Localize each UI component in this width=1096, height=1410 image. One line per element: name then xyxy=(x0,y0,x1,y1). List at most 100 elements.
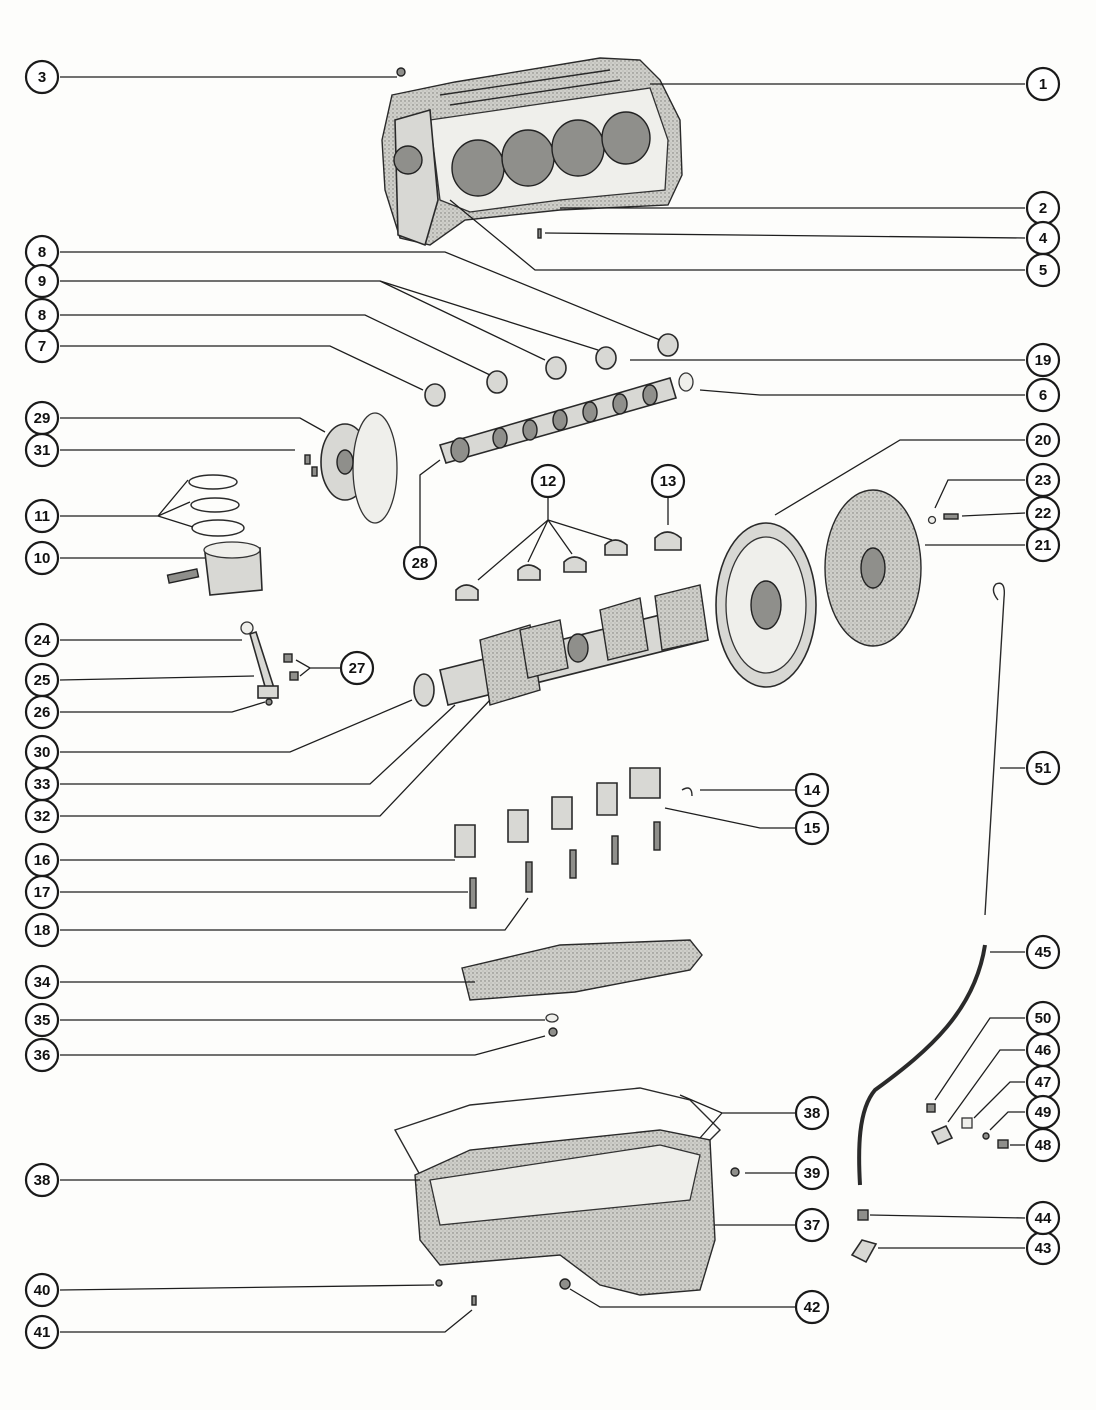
callout-46: 46 xyxy=(1025,1032,1061,1068)
callout-number: 42 xyxy=(804,1299,821,1316)
callout-circle xyxy=(24,694,60,730)
callout-20: 20 xyxy=(1025,422,1061,458)
callout-9: 9 xyxy=(24,263,60,299)
callout-7: 7 xyxy=(24,328,60,364)
leader-lines xyxy=(59,76,1026,1333)
flywheel xyxy=(715,522,817,688)
crank-sprocket xyxy=(413,673,435,707)
callout-number: 43 xyxy=(1035,1240,1052,1257)
callout-41: 41 xyxy=(24,1314,60,1350)
callout-circle xyxy=(339,650,375,686)
callout-11: 11 xyxy=(24,498,60,534)
callout-6: 6 xyxy=(1025,377,1061,413)
callout-number: 45 xyxy=(1035,944,1052,961)
callout-circle xyxy=(24,498,60,534)
callout-number: 9 xyxy=(38,273,46,290)
callout-number: 51 xyxy=(1035,760,1052,777)
callout-number: 8 xyxy=(38,307,46,324)
callout-circle xyxy=(24,432,60,468)
callout-1: 1 xyxy=(1025,66,1061,102)
tube-clamp-parts xyxy=(926,1103,1009,1149)
callout-number: 50 xyxy=(1035,1010,1052,1027)
callout-number: 37 xyxy=(804,1217,821,1234)
callout-number: 14 xyxy=(804,782,821,799)
callout-circle xyxy=(1025,1094,1061,1130)
callout-13: 13 xyxy=(650,463,686,499)
callout-number: 1 xyxy=(1039,76,1047,93)
callout-number: 33 xyxy=(34,776,51,793)
callout-circle xyxy=(1025,66,1061,102)
callout-16: 16 xyxy=(24,842,60,878)
pan-bolt xyxy=(471,1295,477,1306)
callout-number: 25 xyxy=(34,672,51,689)
callout-number: 38 xyxy=(34,1172,51,1189)
callout-circle xyxy=(794,810,830,846)
callout-number: 40 xyxy=(34,1282,51,1299)
callout-12: 12 xyxy=(530,463,566,499)
callout-17: 17 xyxy=(24,874,60,910)
callout-circle xyxy=(24,766,60,802)
callout-circle xyxy=(794,1289,830,1325)
callout-50: 50 xyxy=(1025,1000,1061,1036)
callout-21: 21 xyxy=(1025,527,1061,563)
callout-5: 5 xyxy=(1025,252,1061,288)
callout-27: 27 xyxy=(339,650,375,686)
piston-rings xyxy=(188,474,245,537)
callout-number: 23 xyxy=(1035,472,1052,489)
callout-45: 45 xyxy=(1025,934,1061,970)
parts-illustrations xyxy=(166,57,1009,1306)
callout-circle xyxy=(24,297,60,333)
timing-sprocket-chain xyxy=(320,412,398,524)
callout-circle xyxy=(24,912,60,948)
callout-circle xyxy=(24,1314,60,1350)
callout-number: 8 xyxy=(38,244,46,261)
callout-circle xyxy=(1025,750,1061,786)
callout-number: 34 xyxy=(34,974,51,991)
crankshaft xyxy=(439,584,709,706)
callout-circle xyxy=(24,59,60,95)
dipstick xyxy=(984,582,1006,916)
callout-40: 40 xyxy=(24,1272,60,1308)
callout-4: 4 xyxy=(1025,220,1061,256)
callout-number: 38 xyxy=(804,1105,821,1122)
callout-number: 30 xyxy=(34,744,51,761)
callout-circle xyxy=(794,772,830,808)
callout-circle xyxy=(24,964,60,1000)
callout-31: 31 xyxy=(24,432,60,468)
callout-number: 19 xyxy=(1035,352,1052,369)
callout-number: 31 xyxy=(34,442,51,459)
tray-nut xyxy=(548,1027,558,1037)
callout-circle xyxy=(650,463,686,499)
drain-plug xyxy=(559,1278,571,1290)
callout-number: 24 xyxy=(34,632,51,649)
tube-fitting xyxy=(850,1239,878,1264)
coupler-washer xyxy=(927,515,937,525)
callout-number: 10 xyxy=(34,550,51,567)
callout-number: 2 xyxy=(1039,200,1047,217)
callout-circle xyxy=(1025,342,1061,378)
callout-2: 2 xyxy=(1025,190,1061,226)
camshaft xyxy=(438,377,677,464)
callout-38: 38 xyxy=(794,1095,830,1131)
callout-15: 15 xyxy=(794,810,830,846)
callout-18: 18 xyxy=(24,912,60,948)
callout-8: 8 xyxy=(24,297,60,333)
callout-36: 36 xyxy=(24,1037,60,1073)
callout-25: 25 xyxy=(24,662,60,698)
callout-number: 27 xyxy=(349,660,366,677)
callout-number: 44 xyxy=(1035,1210,1052,1227)
callout-43: 43 xyxy=(1025,1230,1061,1266)
callout-number: 22 xyxy=(1035,505,1052,522)
callout-circle xyxy=(24,1162,60,1198)
windage-tray xyxy=(461,939,703,1001)
engine-block xyxy=(381,57,683,247)
callout-circle xyxy=(794,1095,830,1131)
callout-42: 42 xyxy=(794,1289,830,1325)
piston xyxy=(166,541,263,596)
callout-number: 28 xyxy=(412,555,429,572)
callout-circle xyxy=(1025,1200,1061,1236)
callout-30: 30 xyxy=(24,734,60,770)
dipstick-tube xyxy=(857,944,987,1186)
